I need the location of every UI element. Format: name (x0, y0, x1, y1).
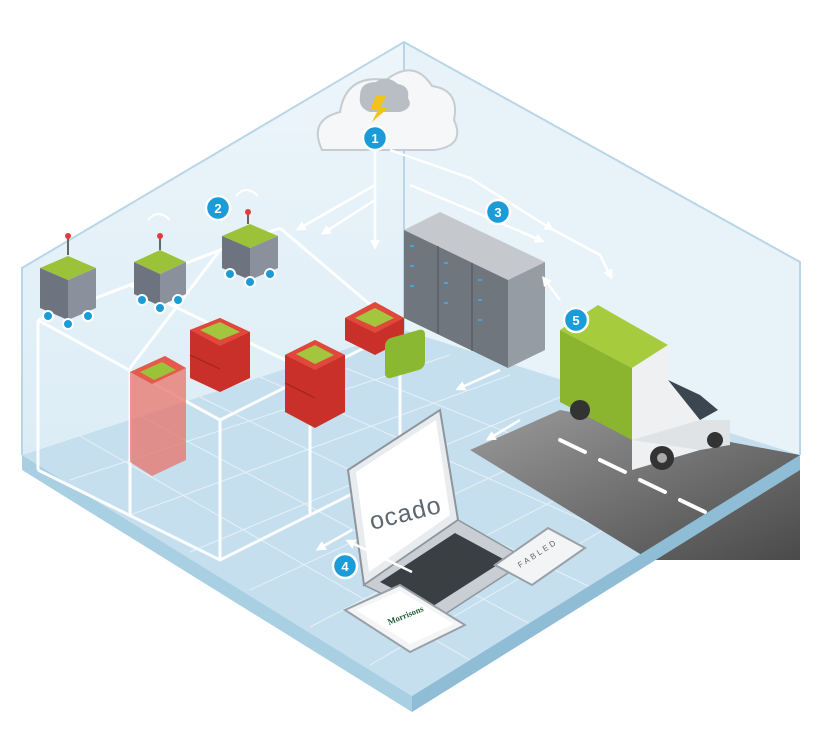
server-racks (404, 212, 545, 368)
delivery-van (560, 305, 730, 470)
svg-text:2: 2 (214, 201, 221, 216)
svg-text:4: 4 (341, 559, 349, 574)
laptop-icon: ocado (346, 329, 530, 621)
robot-3 (222, 189, 278, 288)
crate-stack-2 (189, 318, 250, 392)
robot-1 (40, 224, 96, 330)
base-slab-right (412, 455, 800, 712)
step-badge-5: 5 (562, 306, 590, 334)
svg-text:5: 5 (572, 313, 579, 328)
step-badge-1: 1 (361, 124, 389, 152)
flow-arrows (295, 148, 613, 574)
robot-2 (134, 213, 186, 314)
ocado-logo-tile (385, 329, 425, 379)
base-slab-left (22, 455, 412, 712)
road-markings (558, 438, 707, 514)
crate-stack-3 (284, 340, 345, 428)
svg-text:1: 1 (371, 131, 378, 146)
cloud-brain-icon (316, 69, 459, 151)
crate-stack-1 (130, 356, 186, 476)
tablet-icon: Morrisons (342, 583, 468, 654)
step-badge-4: 4 (331, 552, 359, 580)
svg-text:3: 3 (494, 205, 501, 220)
step-badge-3: 3 (484, 198, 512, 226)
step-badge-2: 2 (204, 194, 232, 222)
